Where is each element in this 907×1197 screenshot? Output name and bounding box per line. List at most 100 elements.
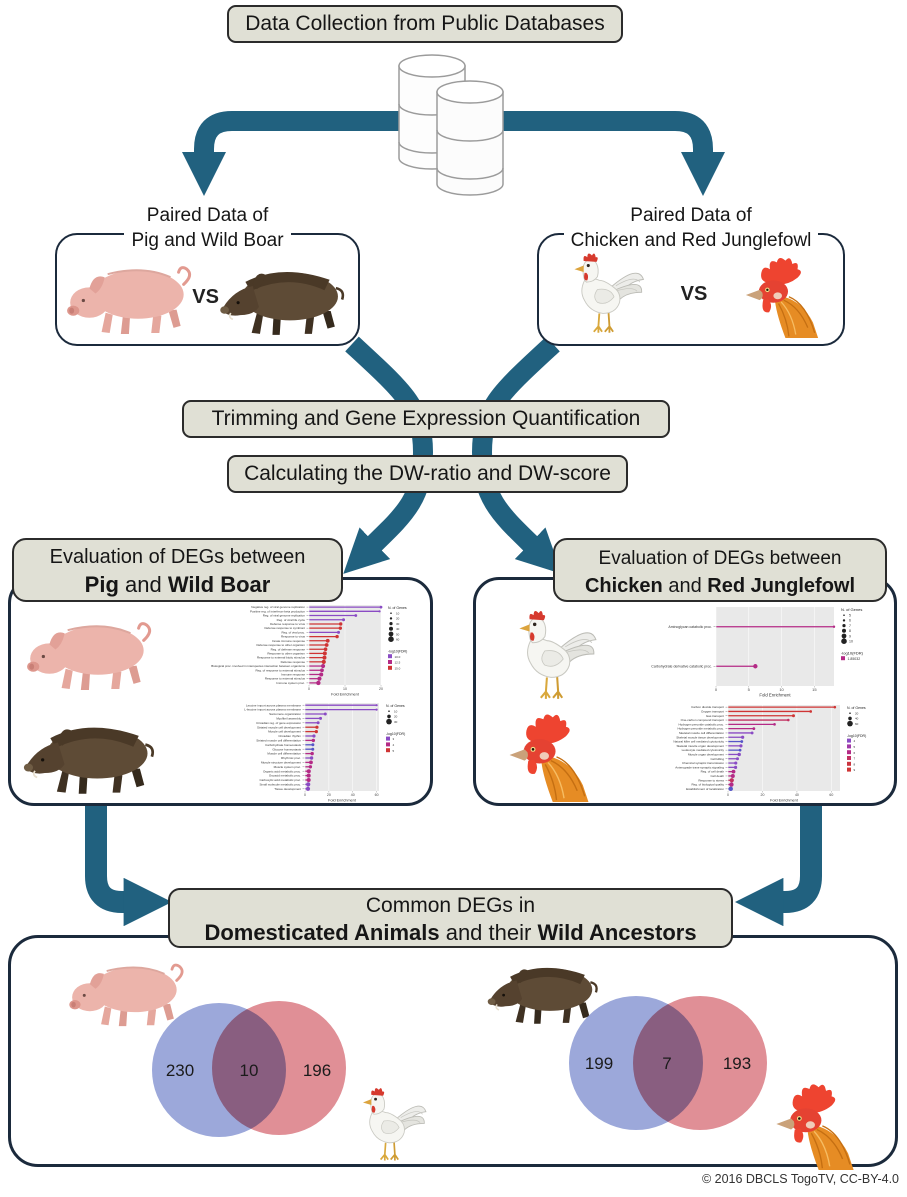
venn-right-count-b: 193 <box>723 1054 751 1073</box>
arrow-left-to-eval <box>343 336 434 574</box>
svg-text:Reg. of response to external s: Reg. of response to external stimulus <box>255 668 305 672</box>
svg-text:Establishment of localization: Establishment of localization <box>686 787 724 791</box>
svg-text:10: 10 <box>779 687 784 692</box>
eval-left-line1: Evaluation of DEGs between <box>49 546 306 568</box>
paired-right-title: Paired Data of Chicken and Red Junglefow… <box>537 203 845 253</box>
eval-right-bold1: Chicken <box>584 575 663 597</box>
svg-text:-log10(FDR): -log10(FDR) <box>847 734 866 738</box>
pig-image <box>67 265 192 335</box>
svg-text:5: 5 <box>854 745 856 749</box>
svg-text:Reg. of viral proc.: Reg. of viral proc. <box>281 630 305 634</box>
paired-right-title-line2: Chicken and Red Junglefowl <box>563 230 819 251</box>
svg-text:3: 3 <box>393 737 395 741</box>
svg-text:30: 30 <box>396 622 400 626</box>
title-box: Data Collection from Public Databases <box>227 5 623 43</box>
svg-text:Fold Enrichment: Fold Enrichment <box>328 799 357 803</box>
venn-right: 199 7 193 <box>569 996 767 1130</box>
svg-text:4: 4 <box>393 743 395 747</box>
svg-text:Muscle structure development: Muscle structure development <box>261 760 301 764</box>
svg-text:20: 20 <box>396 617 400 621</box>
vs-label-left: VS <box>192 286 219 308</box>
svg-text:Response to other organism: Response to other organism <box>267 651 305 655</box>
svg-text:Defense response: Defense response <box>281 660 306 664</box>
svg-text:5: 5 <box>393 749 395 753</box>
title-text: Data Collection from Public Databases <box>245 12 605 35</box>
red-junglefowl-image <box>508 713 590 802</box>
svg-text:1.85032: 1.85032 <box>848 657 861 661</box>
arrow-right-to-eval <box>471 336 562 574</box>
svg-text:Response to external stimulus: Response to external stimulus <box>265 677 306 681</box>
svg-text:9: 9 <box>849 634 851 638</box>
svg-text:Carboxylic acid metabolic proc: Carboxylic acid metabolic proc. <box>259 778 301 782</box>
svg-text:Fold Enrichment: Fold Enrichment <box>759 693 791 698</box>
svg-text:Myofibril assembly: Myofibril assembly <box>276 716 301 720</box>
svg-text:Oxoacid metabolic proc.: Oxoacid metabolic proc. <box>269 774 301 778</box>
red-junglefowl-image <box>745 256 819 338</box>
svg-text:Cell killing: Cell killing <box>710 757 724 761</box>
svg-text:0: 0 <box>308 687 310 691</box>
svg-text:15: 15 <box>812 687 817 692</box>
svg-text:Immune system proc.: Immune system proc. <box>276 681 305 685</box>
svg-text:N. of Genes: N. of Genes <box>847 706 866 710</box>
venn-left-red-circle <box>212 1001 346 1135</box>
svg-text:Muscle cell differentiation: Muscle cell differentiation <box>267 752 301 756</box>
eval-left-bold1: Pig <box>84 572 119 597</box>
venn-left-count-ab: 10 <box>240 1061 259 1080</box>
red-junglefowl-image <box>775 1083 855 1170</box>
svg-text:Leukocyte mediated cytotoxicit: Leukocyte mediated cytotoxicity <box>682 748 725 752</box>
common-line1: Common DEGs in <box>365 894 536 917</box>
chicken-image <box>518 609 597 700</box>
svg-text:60: 60 <box>375 793 379 797</box>
venn-right-count-a: 199 <box>585 1054 613 1073</box>
chicken-image <box>362 1087 427 1162</box>
venn-left: 230 10 196 <box>152 1001 346 1137</box>
svg-text:10: 10 <box>396 612 400 616</box>
svg-text:Defense response to symbiont: Defense response to symbiont <box>264 626 305 630</box>
svg-text:30: 30 <box>394 720 398 724</box>
svg-text:Striated muscle cell developme: Striated muscle cell development <box>257 725 301 729</box>
paired-left-title-line2: Pig and Wild Boar <box>124 230 291 251</box>
svg-text:Leucine import across plasma m: Leucine import across plasma membrane <box>246 703 301 707</box>
paired-right-title-line1: Paired Data of <box>630 205 752 226</box>
eval-right-line1: Evaluation of DEGs between <box>598 548 842 569</box>
svg-text:Muscle system proc.: Muscle system proc. <box>274 765 302 769</box>
svg-text:Natural killer cell mediated c: Natural killer cell mediated cytotoxicit… <box>673 740 724 744</box>
step-dwratio-text: Calculating the DW-ratio and DW-score <box>244 462 611 485</box>
svg-text:Skeletal muscle organ developm: Skeletal muscle organ development <box>676 744 724 748</box>
svg-text:Small molecule metabolic proc.: Small molecule metabolic proc. <box>259 782 301 786</box>
svg-text:Tissue development: Tissue development <box>274 787 301 791</box>
common-bold2: Wild Ancestors <box>537 920 697 945</box>
paired-left-title-line1: Paired Data of <box>146 205 269 226</box>
arrow-db-to-right <box>447 111 726 196</box>
svg-text:Carbohydrate homeostasis: Carbohydrate homeostasis <box>265 743 301 747</box>
svg-text:Striated muscle cell different: Striated muscle cell differentiation <box>256 738 301 742</box>
svg-text:50: 50 <box>396 632 400 636</box>
svg-text:Rhythmic proc.: Rhythmic proc. <box>281 756 301 760</box>
common-degs-box: Common DEGs in Domesticated Animals and … <box>168 888 733 948</box>
venn-right-count-ab: 7 <box>662 1054 671 1073</box>
svg-text:Negative reg. of viral genome: Negative reg. of viral genome replicatio… <box>251 605 305 609</box>
venn-left-count-a: 230 <box>166 1061 194 1080</box>
svg-text:Response to virus: Response to virus <box>281 635 306 639</box>
chicken-image <box>573 252 645 334</box>
svg-text:20: 20 <box>394 715 398 719</box>
svg-text:9: 9 <box>854 768 856 772</box>
wild-boar-image <box>23 726 155 796</box>
svg-text:Defense response to virus: Defense response to virus <box>270 622 305 626</box>
copyright-text: © 2016 DBCLS TogoTV, CC-BY-4.0 <box>701 1172 899 1186</box>
svg-text:0: 0 <box>304 793 306 797</box>
eval-left-header: Evaluation of DEGs between Pig and Wild … <box>12 538 343 602</box>
svg-text:Circadian reg. of gene express: Circadian reg. of gene expression <box>256 721 301 725</box>
database-icon <box>398 54 504 196</box>
svg-text:Fold Enrichment: Fold Enrichment <box>770 799 799 803</box>
svg-text:Cell death: Cell death <box>710 774 724 778</box>
svg-text:20: 20 <box>379 687 383 691</box>
svg-text:15.0: 15.0 <box>395 666 401 670</box>
venn-left-count-b: 196 <box>303 1061 331 1080</box>
svg-text:Positive reg. of interferon-be: Positive reg. of interferon-beta product… <box>250 609 305 613</box>
